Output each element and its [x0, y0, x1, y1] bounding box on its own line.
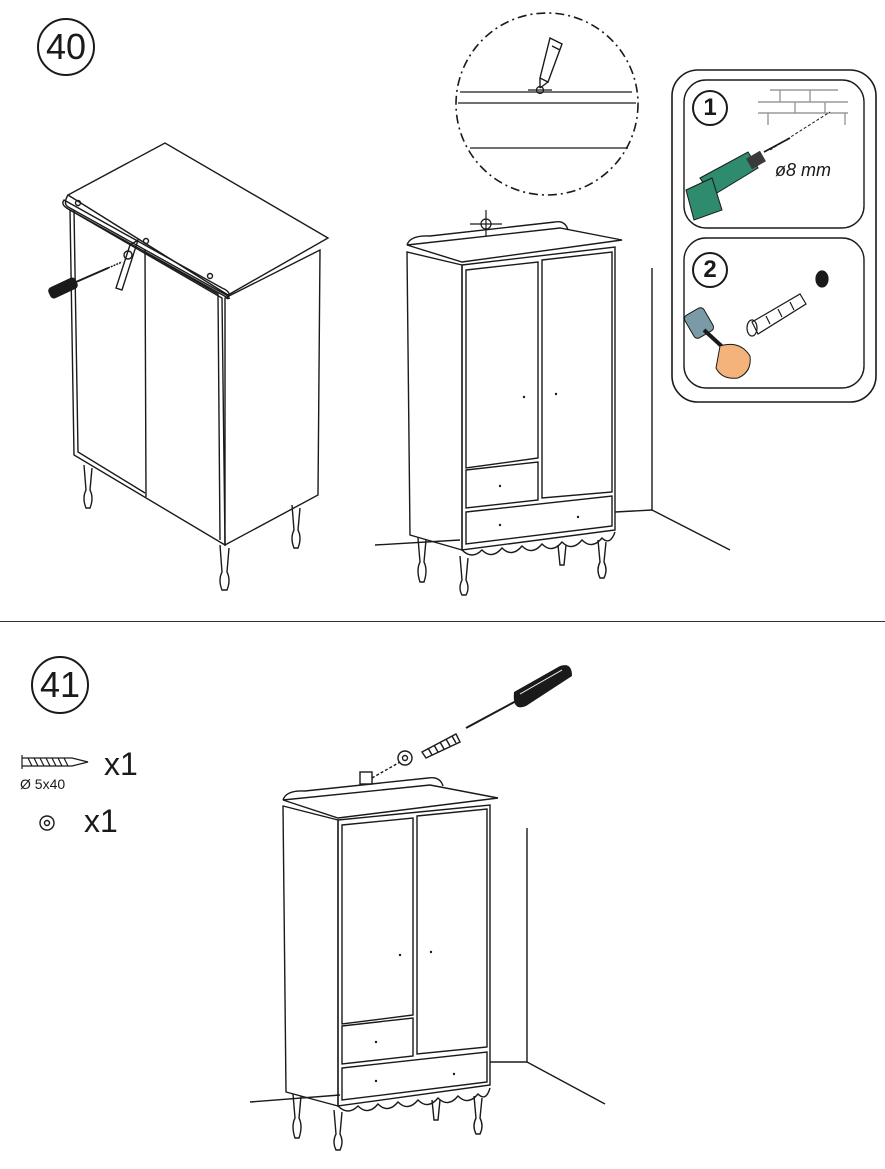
screwdriver-icon-41	[465, 665, 572, 729]
pencil-icon	[539, 36, 563, 89]
inset-step-1: 1	[692, 90, 728, 126]
inset-step-1-text: 1	[703, 94, 717, 121]
drill-icon	[685, 111, 831, 221]
step-divider	[0, 621, 885, 622]
screw-qty-label: x1	[104, 746, 138, 782]
screw-size-label: Ø 5x40	[20, 776, 66, 792]
step-number-40-text: 40	[45, 26, 87, 67]
screwdriver-icon	[48, 261, 123, 299]
washer-part-icon	[39, 815, 55, 831]
inset-step-2: 2	[692, 252, 728, 288]
drill-size-label: ø8 mm	[775, 160, 831, 180]
step-number-41: 41	[31, 656, 89, 714]
brick-wall-icon	[758, 89, 848, 125]
washer-qty-label: x1	[84, 803, 118, 839]
mallet-icon	[683, 307, 751, 379]
inset-step-2-text: 2	[703, 256, 717, 283]
mark-crosshair-icon	[470, 210, 502, 236]
step-number-41-text: 41	[39, 664, 81, 705]
step-number-40: 40	[37, 18, 95, 76]
wall-plug-icon	[746, 270, 829, 337]
